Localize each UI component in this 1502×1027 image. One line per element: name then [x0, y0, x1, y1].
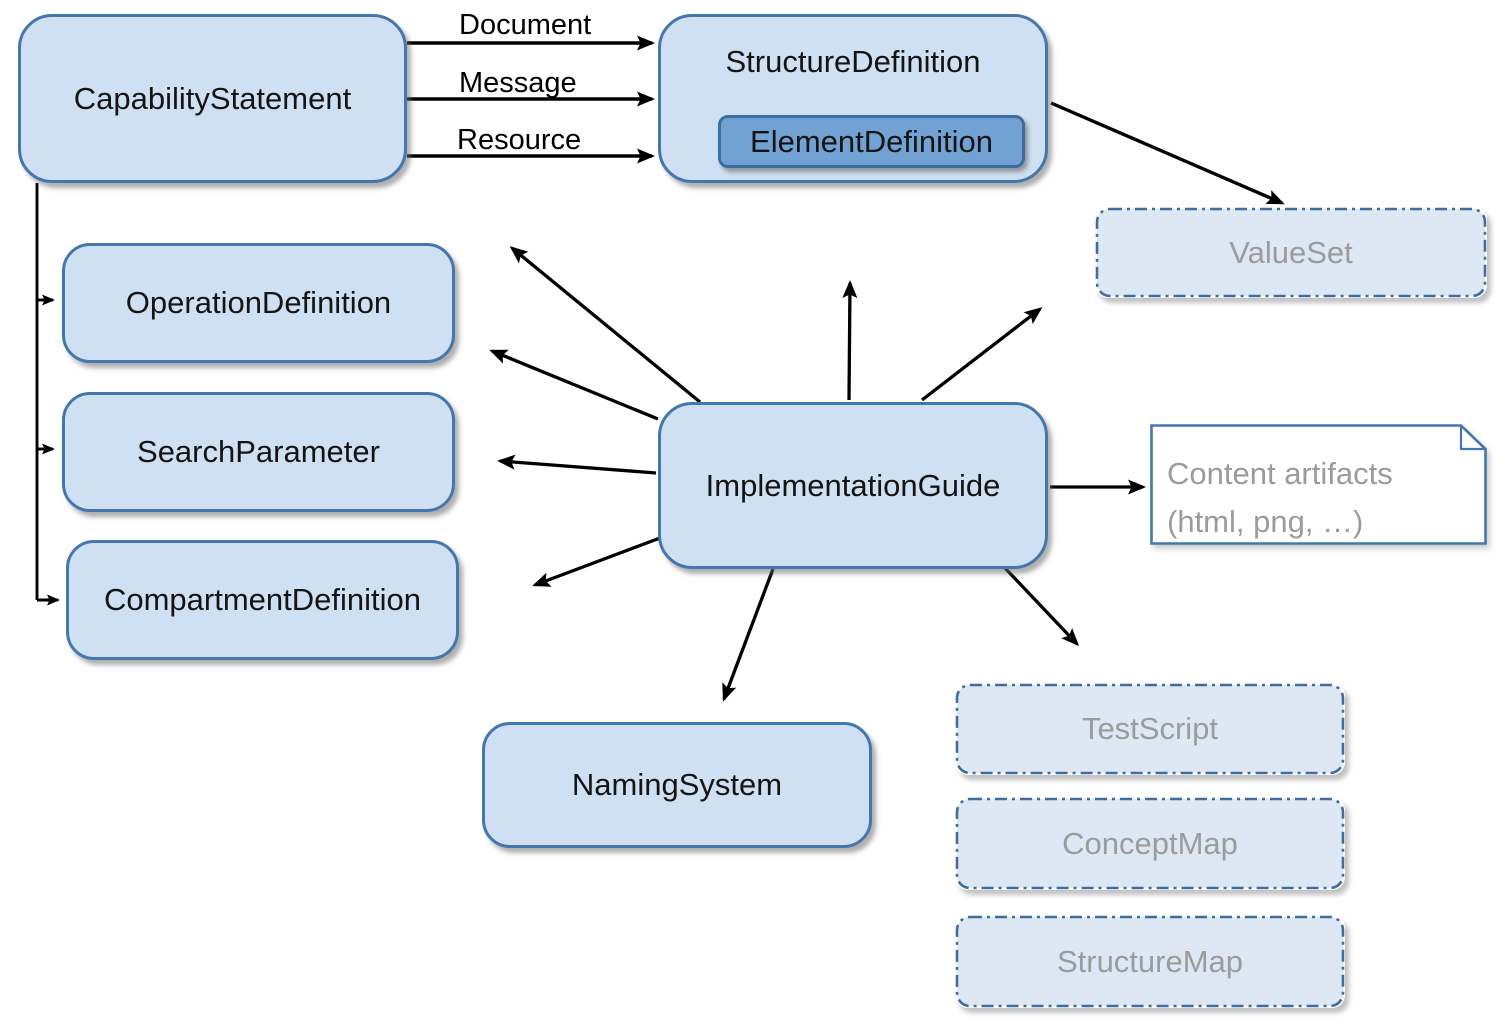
node-label: ValueSet	[1229, 234, 1353, 270]
edge-structuredefinition-valueset	[1050, 101, 1285, 205]
node-naming-system: NamingSystem	[482, 722, 872, 848]
edge-ig-left	[497, 454, 657, 475]
node-label: StructureMap	[1056, 943, 1244, 979]
edge-label-message: Message	[459, 67, 577, 99]
edge-ig-up	[842, 280, 858, 401]
dashed-border	[955, 915, 1345, 1008]
node-label: NamingSystem	[571, 767, 783, 802]
node-label: SearchParameter	[137, 434, 380, 469]
node-test-script: TestScript	[955, 683, 1345, 775]
dashed-border	[955, 797, 1345, 890]
edge-ig-down-left	[532, 536, 661, 587]
note-shape	[1150, 424, 1487, 545]
dashed-border	[955, 683, 1345, 775]
node-concept-map: ConceptMap	[955, 797, 1345, 890]
node-label: CompartmentDefinition	[103, 582, 422, 617]
node-label: ConceptMap	[1062, 825, 1238, 861]
node-content-artifacts: Content artifacts (html, png, …)	[1150, 424, 1487, 545]
edge-ig-up-left-far	[509, 246, 702, 404]
node-value-set: ValueSet	[1095, 207, 1487, 298]
node-structure-definition: StructureDefinition ElementDefinition	[658, 14, 1048, 183]
node-implementation-guide: ImplementationGuide	[658, 402, 1048, 569]
node-operation-definition: OperationDefinition	[62, 243, 455, 363]
node-label: ImplementationGuide	[705, 467, 1001, 503]
node-label: CapabilityStatement	[73, 80, 352, 116]
node-label: ElementDefinition	[750, 123, 993, 159]
node-structure-map: StructureMap	[955, 915, 1345, 1008]
node-label: StructureDefinition	[725, 44, 981, 79]
note-text: Content artifacts (html, png, …)	[1167, 450, 1393, 546]
dashed-border	[1095, 207, 1487, 298]
edge-ig-up-left	[489, 349, 659, 421]
edge-ig-testscript	[1003, 566, 1080, 647]
note-line-2: (html, png, …)	[1167, 504, 1364, 539]
node-element-definition: ElementDefinition	[718, 115, 1025, 168]
node-search-parameter: SearchParameter	[62, 392, 455, 512]
node-label: TestScript	[1081, 711, 1219, 746]
node-compartment-definition: CompartmentDefinition	[66, 540, 459, 660]
edge-ig-namingsystem	[722, 568, 775, 702]
edge-ig-up-right	[920, 307, 1043, 402]
node-capability-statement: CapabilityStatement	[18, 14, 407, 183]
edge-label-resource: Resource	[457, 124, 582, 156]
note-line-1: Content artifacts	[1167, 456, 1393, 491]
node-label: OperationDefinition	[125, 285, 392, 320]
edge-label-document: Document	[459, 9, 592, 41]
